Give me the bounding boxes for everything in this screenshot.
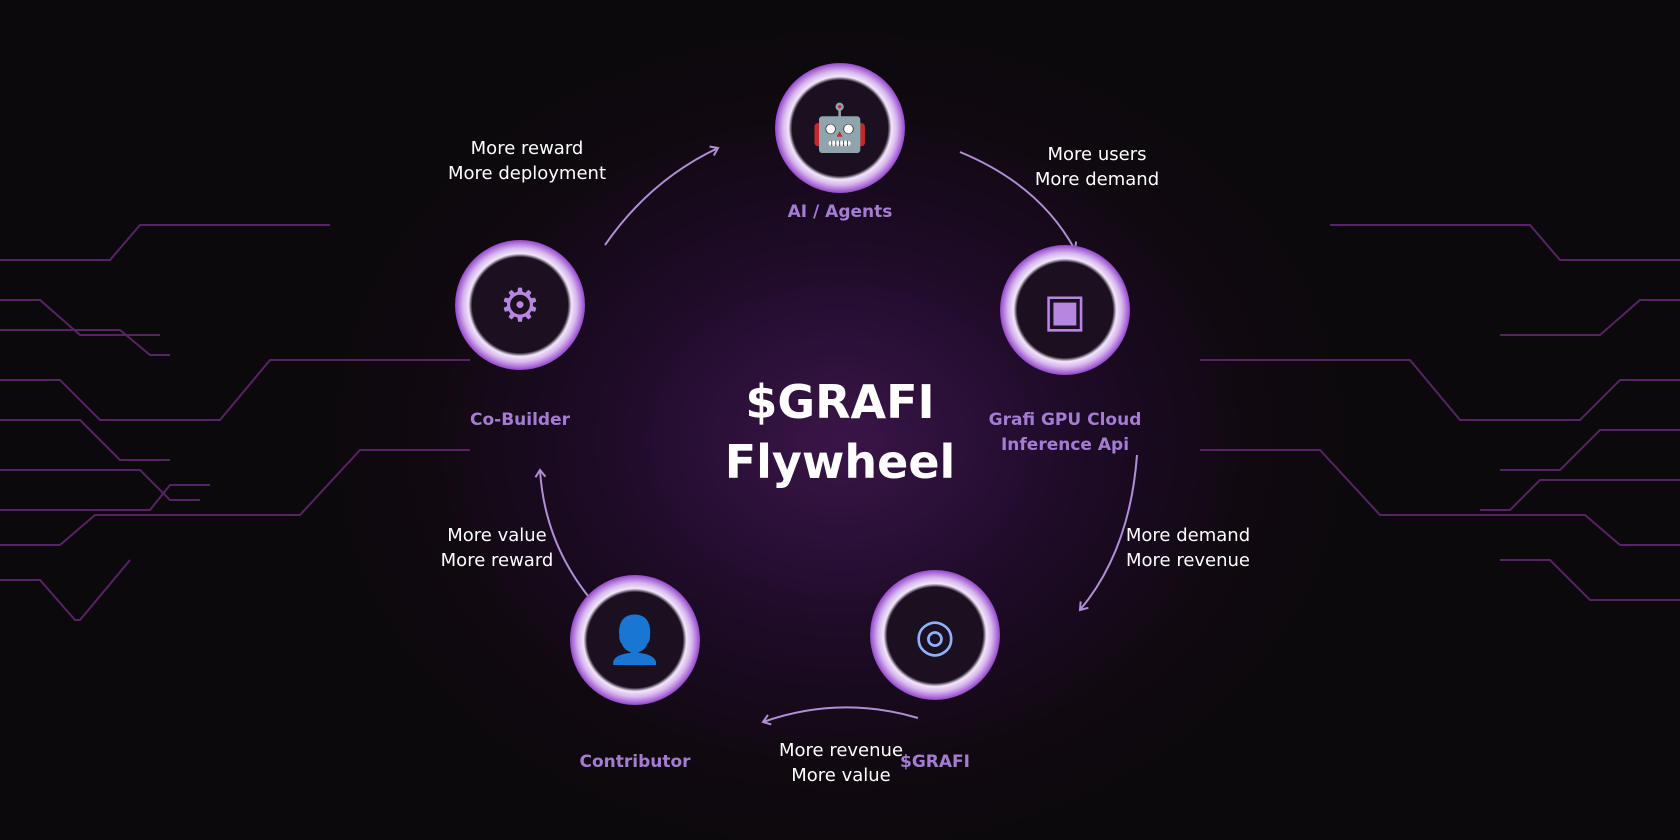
gpu-hardware-icon: ▣: [1043, 283, 1087, 337]
title-line-1: $GRAFI: [745, 375, 935, 429]
node-grafi-token: ◎: [870, 570, 1000, 700]
edge-text: More value: [791, 765, 891, 786]
flywheel-title: $GRAFI Flywheel: [725, 372, 956, 492]
arrow-gpu-to-token: [1078, 454, 1138, 612]
edge-text: More deployment: [447, 163, 607, 184]
title-line-2: Flywheel: [724, 435, 956, 489]
edge-text: More demand: [1125, 525, 1251, 546]
label-gpu-cloud: Grafi GPU Cloud Inference Api: [989, 408, 1142, 458]
node-contributor: 👤: [570, 575, 700, 705]
ai-agent-icon: 🤖: [811, 100, 869, 155]
edge-text: More value: [447, 525, 547, 546]
node-gpu-cloud: ▣: [1000, 245, 1130, 375]
edge-text: More revenue: [1125, 550, 1251, 571]
node-ai-agents: 🤖: [775, 63, 905, 193]
edge-text: More reward: [470, 138, 584, 159]
arrow-cobuilder-to-ai: [604, 145, 720, 246]
label-ai-agents: AI / Agents: [787, 202, 893, 222]
edge-text: More reward: [440, 550, 554, 571]
circuit-lines-right: [1200, 224, 1680, 601]
node-co-builder: ⚙: [455, 240, 585, 370]
edge-text: More revenue: [778, 740, 904, 761]
edge-text: More users: [1047, 144, 1147, 165]
label-gpu-line-1: Grafi GPU Cloud: [988, 410, 1142, 430]
label-co-builder: Co-Builder: [469, 410, 571, 430]
gear-laptop-icon: ⚙: [499, 278, 541, 332]
arrow-token-to-contributor: [761, 706, 919, 726]
label-contributor: Contributor: [579, 752, 691, 772]
label-grafi-token: $GRAFI: [900, 752, 970, 772]
arrow-ai-to-gpu: [959, 151, 1078, 252]
grafi-token-icon: ◎: [914, 608, 956, 662]
edge-text: More demand: [1034, 169, 1160, 190]
circuit-lines-left: [0, 224, 470, 621]
user-icon: 👤: [606, 612, 664, 667]
label-gpu-line-2: Inference Api: [1000, 435, 1130, 455]
